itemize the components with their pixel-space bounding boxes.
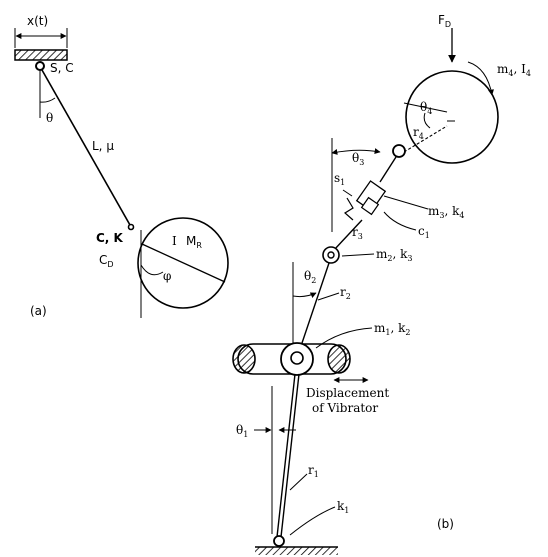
m4-label: m4, I4 xyxy=(497,62,531,78)
xt-label: x(t) xyxy=(27,14,48,28)
i-label: I xyxy=(172,234,177,248)
support-hatch xyxy=(15,50,67,60)
upper-link xyxy=(379,156,397,183)
upper-joint xyxy=(392,144,406,158)
m3-leader xyxy=(383,195,429,210)
ground-hatch xyxy=(255,547,338,555)
k1-label: k1 xyxy=(337,499,349,515)
c1-leader xyxy=(383,211,417,231)
ck-label: C, K xyxy=(96,231,124,245)
lower-link-r3 xyxy=(333,219,363,251)
panel-b: FD m4, I4 θ4 r4 θ3 r3 s1 m3, k4 c1 xyxy=(232,13,531,555)
theta-label: θ xyxy=(46,111,53,125)
r2-label: r2 xyxy=(340,285,351,301)
displacement-line2: of Vibrator xyxy=(312,401,378,415)
m2-leader xyxy=(341,253,375,257)
phi-arc xyxy=(140,264,164,276)
r2-leader xyxy=(317,292,340,301)
r1-label: r1 xyxy=(308,463,319,479)
m1-label: m1, k2 xyxy=(374,321,410,337)
r4-label: r4 xyxy=(413,125,424,141)
top-pivot xyxy=(35,61,45,71)
k1-leader xyxy=(289,506,336,536)
vibrator-weight-right xyxy=(327,344,351,374)
drum-diameter xyxy=(141,243,226,283)
l-mu-label: L, μ xyxy=(92,139,114,153)
s1-leader xyxy=(342,189,353,197)
cd-label: CD xyxy=(99,253,114,269)
theta3-label: θ3 xyxy=(352,151,364,167)
spring-zigzag xyxy=(343,197,354,221)
damper-piston xyxy=(360,196,380,216)
panel-a: x(t) S, C θ L, μ C, K φ I MR CD (a) xyxy=(14,14,229,318)
theta2-arc xyxy=(292,292,317,298)
displacement-line1: Displacement xyxy=(306,386,389,400)
vibrator xyxy=(232,342,351,376)
mr-label: MR xyxy=(186,234,202,250)
link-r1-b xyxy=(280,373,300,538)
c1-label: c1 xyxy=(418,224,430,240)
phi-label: φ xyxy=(163,269,171,283)
link-r1-a xyxy=(276,373,296,538)
panel-a-tag: (a) xyxy=(30,304,47,318)
vibrator-hub-inner xyxy=(290,351,304,365)
base-pivot xyxy=(273,535,285,547)
sc-label: S, C xyxy=(50,61,74,75)
lower-joint xyxy=(127,223,135,231)
m4-wheel xyxy=(405,70,499,164)
theta-arc xyxy=(39,97,56,103)
m4-rotation-arrow xyxy=(467,61,494,96)
theta4-arc xyxy=(423,112,431,129)
panel-b-tag: (b) xyxy=(437,517,454,531)
theta4-label: θ4 xyxy=(420,100,432,116)
link-r2 xyxy=(300,262,330,347)
r3-label: r3 xyxy=(352,225,363,241)
r1-leader xyxy=(289,473,308,491)
m2-joint-inner xyxy=(327,251,335,259)
wheel-radial-line xyxy=(403,102,448,113)
cable xyxy=(41,69,131,226)
m2-label: m2, k3 xyxy=(376,247,412,263)
m2-joint xyxy=(322,246,340,264)
s1-label: s1 xyxy=(334,171,345,187)
m3-label: m3, k4 xyxy=(428,204,464,220)
theta3-arc xyxy=(331,148,381,155)
r4-dashed-line xyxy=(403,125,448,153)
theta1-label: θ1 xyxy=(236,423,248,439)
theta2-label: θ2 xyxy=(304,269,316,285)
fd-label: FD xyxy=(438,13,451,29)
m1-leader xyxy=(315,327,373,349)
xt-dimension xyxy=(14,28,68,48)
drum-circle xyxy=(137,217,229,309)
vibrator-weight-left xyxy=(232,344,256,374)
vibrator-hub xyxy=(280,342,314,376)
